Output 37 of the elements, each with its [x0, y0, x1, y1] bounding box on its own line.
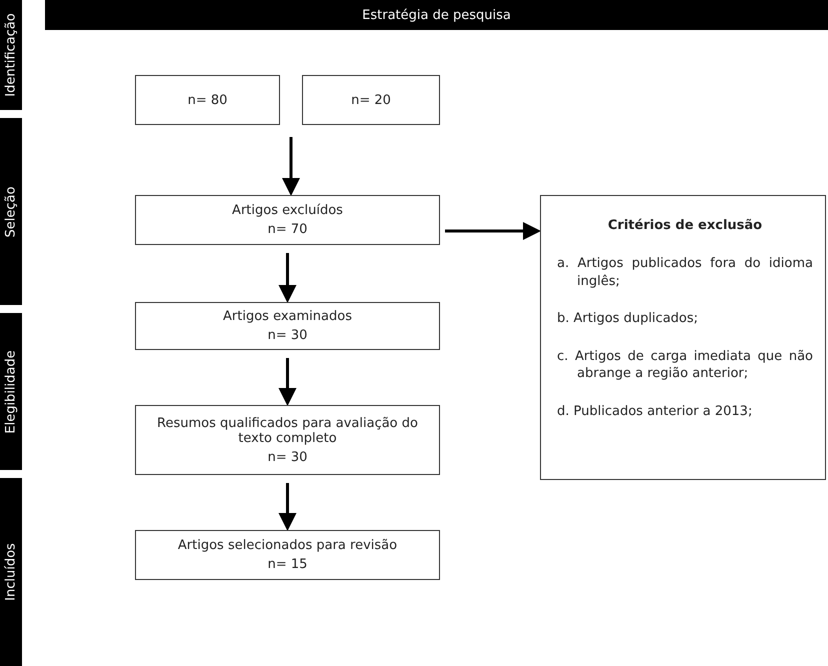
stage-label: Elegibilidade: [4, 350, 18, 434]
process-box: [302, 75, 440, 125]
criterion-text: a. Artigos publicados fora do idioma inglês;: [557, 255, 813, 290]
process-box: [135, 302, 440, 350]
criterion-text: c. Artigos de carga imediata que não abrange a região anterior;: [557, 348, 813, 383]
process-box: [135, 530, 440, 580]
count-text: n= 20: [351, 92, 391, 108]
arrow: [282, 137, 300, 196]
arrow: [445, 222, 541, 240]
stage-band: [0, 118, 22, 305]
criteria-box: [540, 195, 826, 480]
process-box: [135, 75, 280, 125]
arrow: [278, 253, 296, 303]
criterion-text: b. Artigos duplicados;: [557, 310, 700, 328]
stage-label: Identificação: [4, 13, 18, 97]
stage-label: Seleção: [4, 186, 18, 237]
count-text: n= 30: [268, 450, 308, 464]
process-box: [135, 405, 440, 475]
count-text: n= 30: [268, 328, 308, 343]
header-title: Estratégia de pesquisa: [362, 8, 511, 22]
box-title: Artigos selecionados para revisão: [178, 538, 398, 553]
box-title: Artigos excluídos: [232, 203, 343, 218]
arrow: [278, 483, 296, 531]
header-band: [45, 0, 828, 30]
stage-band: [0, 478, 22, 666]
box-title: Resumos qualificados para avaliação do texto completo: [156, 416, 419, 446]
process-box: [135, 195, 440, 245]
count-text: n= 80: [188, 92, 228, 108]
count-text: n= 15: [268, 557, 308, 572]
box-title: Artigos examinados: [223, 309, 352, 324]
arrow: [278, 358, 296, 406]
stage-label: Incluídos: [4, 543, 18, 601]
criteria-heading: Critérios de exclusão: [606, 218, 764, 233]
stage-band: [0, 313, 22, 470]
criterion-text: d. Publicados anterior a 2013;: [557, 402, 754, 420]
stage-band: [0, 0, 22, 110]
count-text: n= 70: [268, 222, 308, 237]
